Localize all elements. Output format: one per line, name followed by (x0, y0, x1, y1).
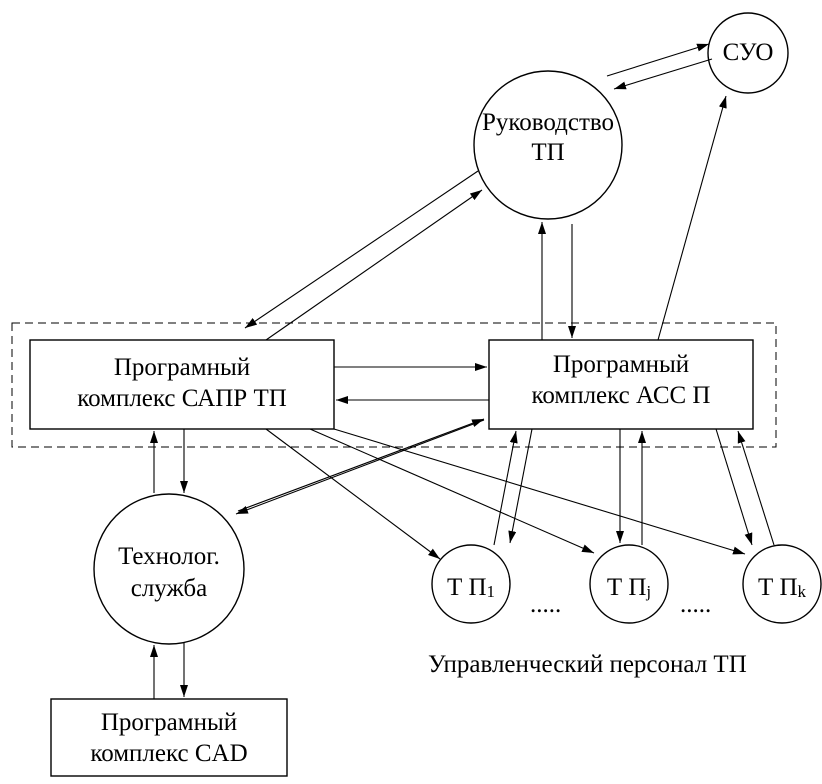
tpk-label: Т Пk (743, 575, 821, 600)
cad-label-line1: Програмный (100, 709, 238, 736)
management-label-line2: ТП (531, 139, 565, 166)
tpk-node (742, 544, 822, 624)
arrow-tpk-to-assp (737, 430, 775, 546)
management-node (473, 70, 623, 220)
tech-label-line1: Технолог. (118, 543, 220, 570)
assp-box (488, 339, 754, 430)
arrow-sapr-to-tp1 (265, 428, 441, 560)
tech-label-line2: служба (130, 575, 208, 602)
arrow-management-to-cyo (606, 43, 710, 77)
ellipsis-between-tpj-tpk: ..... (680, 591, 712, 618)
tpj-label-main: Т П (606, 574, 647, 601)
tp1-label-sub: 1 (486, 582, 496, 601)
arrow-tp1-to-assp (493, 430, 518, 546)
sapr-label-line2: комплекс САПР ТП (77, 385, 287, 412)
management-personnel-caption: Управленческий персонал ТП (428, 651, 747, 678)
arrow-sapr-to-tpk (333, 428, 746, 555)
cad-label-line2: комплекс CAD (90, 740, 248, 767)
arrow-assp-to-tech (235, 419, 485, 515)
sapr-box (29, 339, 335, 430)
cyo-label: СУО (722, 39, 774, 66)
arrow-assp-to-tpk (715, 428, 753, 546)
dashed-group-frame (11, 322, 777, 448)
cyo-node (707, 12, 789, 94)
arrow-cyo-to-management (613, 58, 713, 90)
tpj-node (589, 544, 669, 624)
cad-box (50, 698, 288, 777)
tp1-node (431, 544, 511, 624)
assp-label-line1: Програмный (552, 351, 690, 378)
sapr-label-line1: Програмный (113, 354, 251, 381)
tech-service-node (93, 493, 245, 645)
arrow-assp-to-cyo (657, 95, 727, 341)
arrow-sapr-to-management (265, 189, 483, 341)
tpj-label-sub: j (646, 582, 652, 601)
tp1-label-main: Т П (446, 574, 487, 601)
assp-label-line2: комплекс АСС П (531, 382, 711, 409)
arrow-management-to-sapr (244, 170, 479, 329)
tpk-label-sub: k (797, 582, 807, 601)
tp1-label: Т П1 (432, 575, 510, 600)
arrow-sapr-to-tpj (309, 428, 595, 554)
tpk-label-main: Т П (757, 574, 798, 601)
ellipsis-between-tp1-tpj: ..... (530, 591, 562, 618)
management-label-line1: Руководство (481, 109, 615, 136)
tpj-label: Т Пj (590, 575, 668, 600)
arrow-tech-to-assp (237, 418, 485, 512)
arrow-assp-to-tp1 (508, 428, 533, 544)
